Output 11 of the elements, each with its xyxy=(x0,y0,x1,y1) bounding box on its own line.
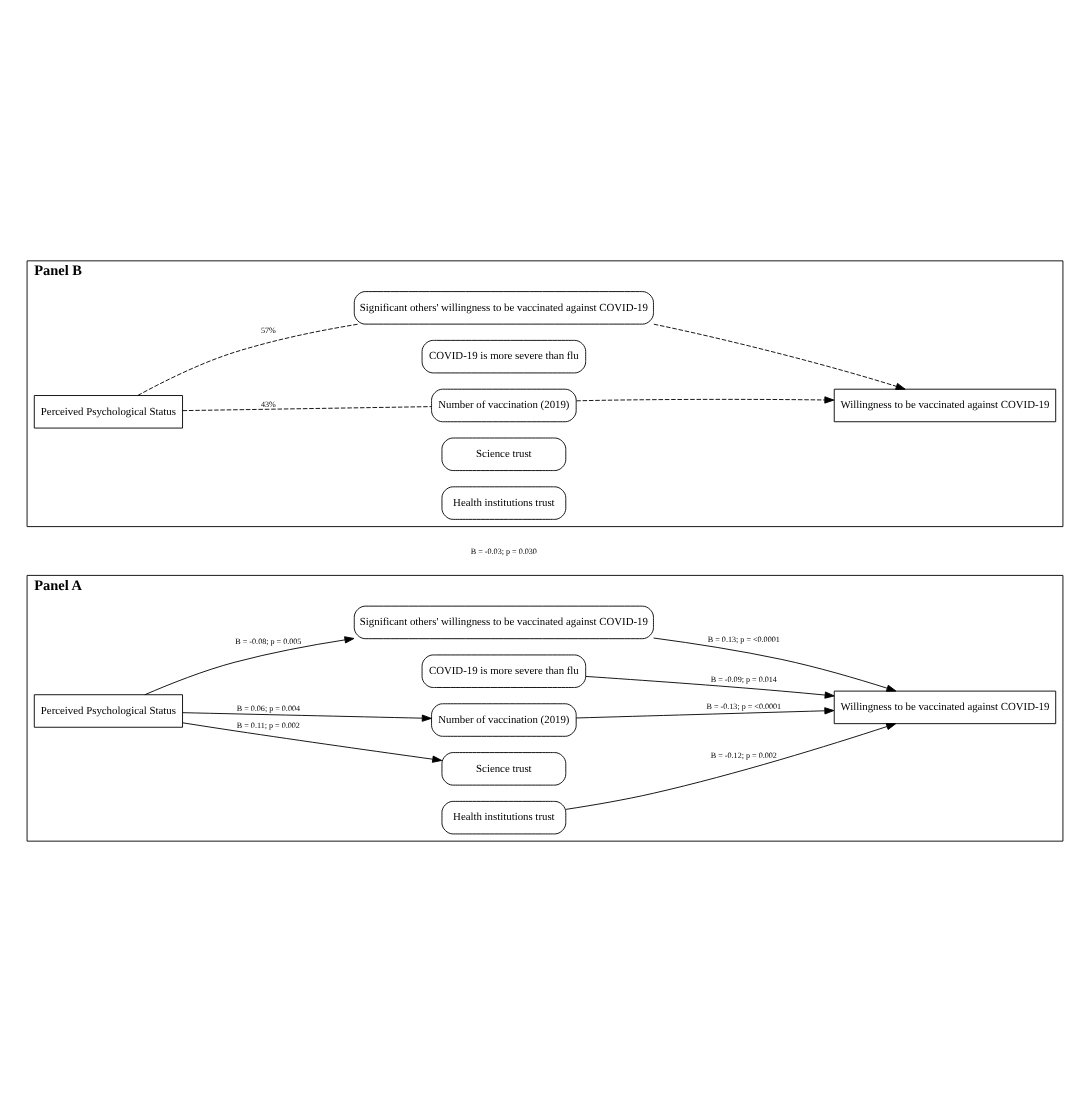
connector xyxy=(137,322,359,395)
arrow xyxy=(575,395,835,403)
arrow xyxy=(144,635,355,695)
arrow xyxy=(565,722,897,809)
arrow xyxy=(653,636,897,691)
arrow xyxy=(575,706,835,718)
arrow xyxy=(182,721,443,762)
arrow xyxy=(653,322,906,389)
connector xyxy=(182,405,432,411)
arrow xyxy=(182,711,432,721)
arrow xyxy=(585,674,835,698)
